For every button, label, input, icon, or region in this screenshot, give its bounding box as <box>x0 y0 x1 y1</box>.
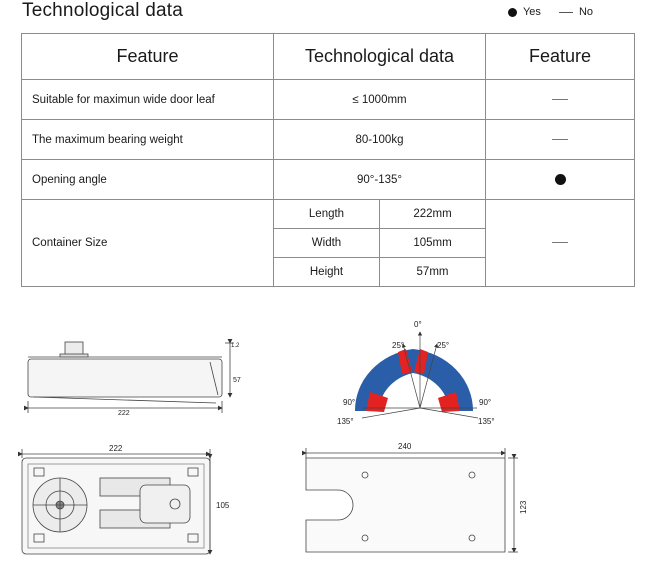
angle-right-90-label: 90° <box>479 398 491 407</box>
mark-cell <box>485 159 636 200</box>
top-width-label: 105 <box>216 501 230 510</box>
yes-dot-icon <box>554 173 566 185</box>
angle-left-135-label: 135° <box>337 417 354 426</box>
no-dash-icon <box>552 98 569 100</box>
dim-name-cell: Width <box>273 228 380 258</box>
table-row: The maximum bearing weight 80-100kg <box>21 119 636 160</box>
side-view-drawing <box>24 339 234 413</box>
angle-left-25-label: 25° <box>392 341 404 350</box>
no-dash-icon <box>552 138 569 140</box>
legend: Yes No <box>507 6 593 18</box>
spec-table: Feature Technological data Feature Suita… <box>21 33 636 287</box>
dim-value-cell: 57mm <box>378 257 487 287</box>
side-height-label: 57 <box>233 377 241 384</box>
top-view-drawing <box>18 449 213 555</box>
side-top-label: 1.2 <box>231 343 240 349</box>
no-dash-icon <box>558 11 573 13</box>
angle-0-label: 0° <box>414 320 422 329</box>
mark-cell <box>485 119 636 160</box>
legend-yes-label: Yes <box>522 6 541 18</box>
header-feature: Feature <box>21 33 274 80</box>
mark-cell <box>485 199 636 287</box>
yes-dot-icon <box>507 7 517 17</box>
opening-angle-diagram <box>354 331 479 419</box>
dim-name-cell: Length <box>273 199 380 229</box>
page-title: Technological data <box>22 0 183 21</box>
angle-right-135-label: 135° <box>478 417 495 426</box>
table-row: Height 57mm <box>22 257 635 287</box>
table-row: Container Size Length 222mm <box>21 199 636 287</box>
angle-left-90-label: 90° <box>343 398 355 407</box>
top-length-label: 222 <box>109 444 123 453</box>
cover-plate-drawing <box>302 448 518 553</box>
plate-length-label: 240 <box>398 442 412 451</box>
side-length-label: 222 <box>118 410 130 417</box>
feature-cell: Container Size <box>21 199 274 287</box>
value-cell: 90°-135° <box>272 159 487 200</box>
no-dash-icon <box>552 242 569 244</box>
angle-right-25-label: 25° <box>437 341 449 350</box>
plate-width-label: 123 <box>519 500 528 514</box>
table-row: Opening angle 90°-135° <box>21 159 636 200</box>
header-feature-mark: Feature <box>485 33 636 80</box>
dim-name-cell: Height <box>273 257 380 287</box>
feature-cell: Opening angle <box>21 159 274 200</box>
value-cell: 80-100kg <box>272 119 487 160</box>
legend-no-label: No <box>578 6 593 18</box>
